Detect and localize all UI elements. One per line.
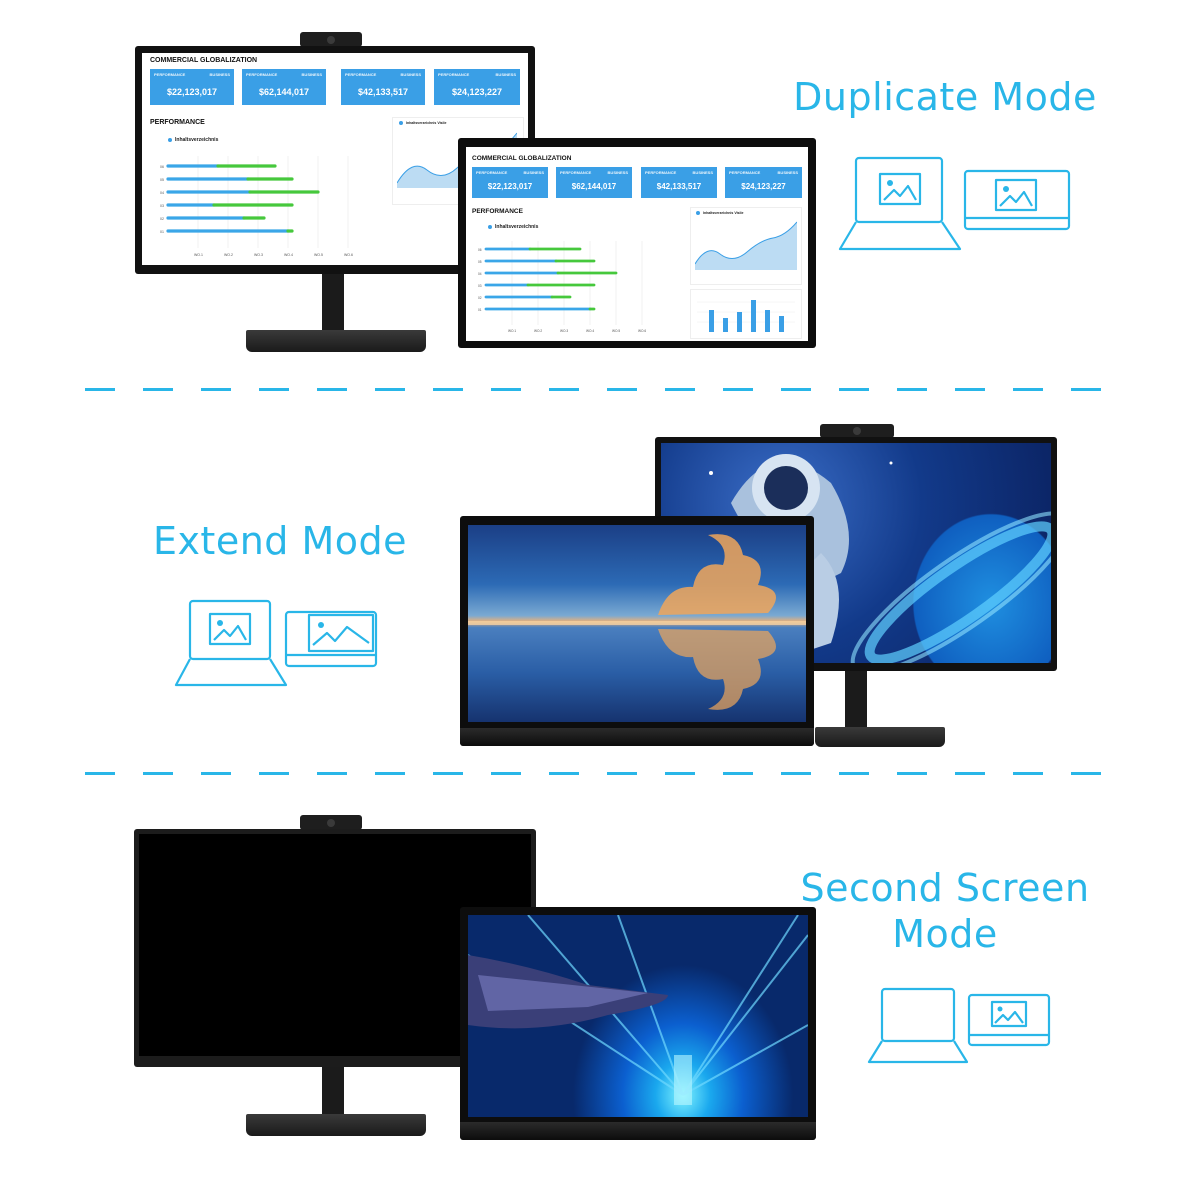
portable-monitor [460,516,814,746]
laptop-icon [838,156,962,251]
image-icon [990,1000,1028,1028]
scifi-wallpaper [468,915,808,1117]
monitor-icon [967,993,1051,1047]
svg-text:WO.2: WO.2 [534,329,542,333]
performance-title: PERFORMANCE [472,208,523,215]
performance-title: PERFORMANCE [150,119,205,126]
svg-text:02: 02 [160,217,164,221]
monitor-base [246,330,426,352]
svg-text:WO.4: WO.4 [284,253,293,257]
svg-text:WO.6: WO.6 [638,329,646,333]
svg-text:04: 04 [478,272,482,276]
image-icon [208,612,252,646]
portable-chin [460,728,814,746]
svg-text:05: 05 [478,260,482,264]
svg-text:03: 03 [160,204,164,208]
dashboard-title: COMMERCIAL GLOBALIZATION [472,155,572,162]
svg-text:03: 03 [478,284,482,288]
laptop-icon [174,599,288,687]
svg-text:WO.3: WO.3 [560,329,568,333]
column-chart [690,289,802,339]
spaceship-illustration [468,915,808,1105]
monitor-stand [845,671,867,731]
svg-text:WO.4: WO.4 [586,329,594,333]
monitor-icon [963,169,1071,231]
svg-text:06: 06 [478,248,482,252]
chart-legend: Inhaltsverzeichnis [488,224,538,230]
svg-text:WO.1: WO.1 [508,329,516,333]
webcam [300,32,362,47]
image-icon [307,613,375,653]
monitor-stand [322,1067,344,1119]
dashboard-title: COMMERCIAL GLOBALIZATION [150,57,258,64]
bar-chart: 06 05 04 03 02 01 WO.1 WO.2 WO.3 WO.4 WO.5 WO.6 [160,156,353,257]
area-chart: Inhaltsverzeichnis Visile [690,207,802,285]
svg-text:WO.6: WO.6 [344,253,353,257]
svg-text:WO.2: WO.2 [224,253,233,257]
mode-title-extend: Extend Mode [152,519,408,563]
image-icon [878,172,922,206]
svg-text:05: 05 [160,178,164,182]
svg-text:01: 01 [478,308,482,312]
chart-legend: Inhaltsverzeichnis [168,137,218,143]
cloud-reflection [468,534,806,710]
bar-chart: 06 05 04 03 02 01 WO.1 WO.2 WO.3 WO.4 WO.5 WO.6 [478,241,646,333]
webcam [300,815,362,830]
svg-text:04: 04 [160,191,164,195]
image-icon [994,178,1038,212]
svg-text:WO.5: WO.5 [612,329,620,333]
monitor-icon [284,610,378,668]
mode-title-second-screen-line1: Second Screen [800,866,1090,910]
mode-title-second-screen-line2: Mode [892,912,998,956]
webcam [820,424,894,438]
svg-text:WO.5: WO.5 [314,253,323,257]
sunset-wallpaper [468,525,806,722]
svg-text:06: 06 [160,165,164,169]
portable-chin [460,1122,816,1140]
svg-text:WO.3: WO.3 [254,253,263,257]
section-divider [85,388,1115,391]
monitor-stand [322,274,344,334]
section-divider [85,772,1115,775]
portable-monitor [460,907,816,1140]
mode-title-duplicate: Duplicate Mode [793,75,1097,119]
svg-text:WO.1: WO.1 [194,253,203,257]
svg-text:02: 02 [478,296,482,300]
monitor-base [815,727,945,747]
laptop-icon [867,987,969,1064]
svg-text:01: 01 [160,230,164,234]
monitor-base [246,1114,426,1136]
